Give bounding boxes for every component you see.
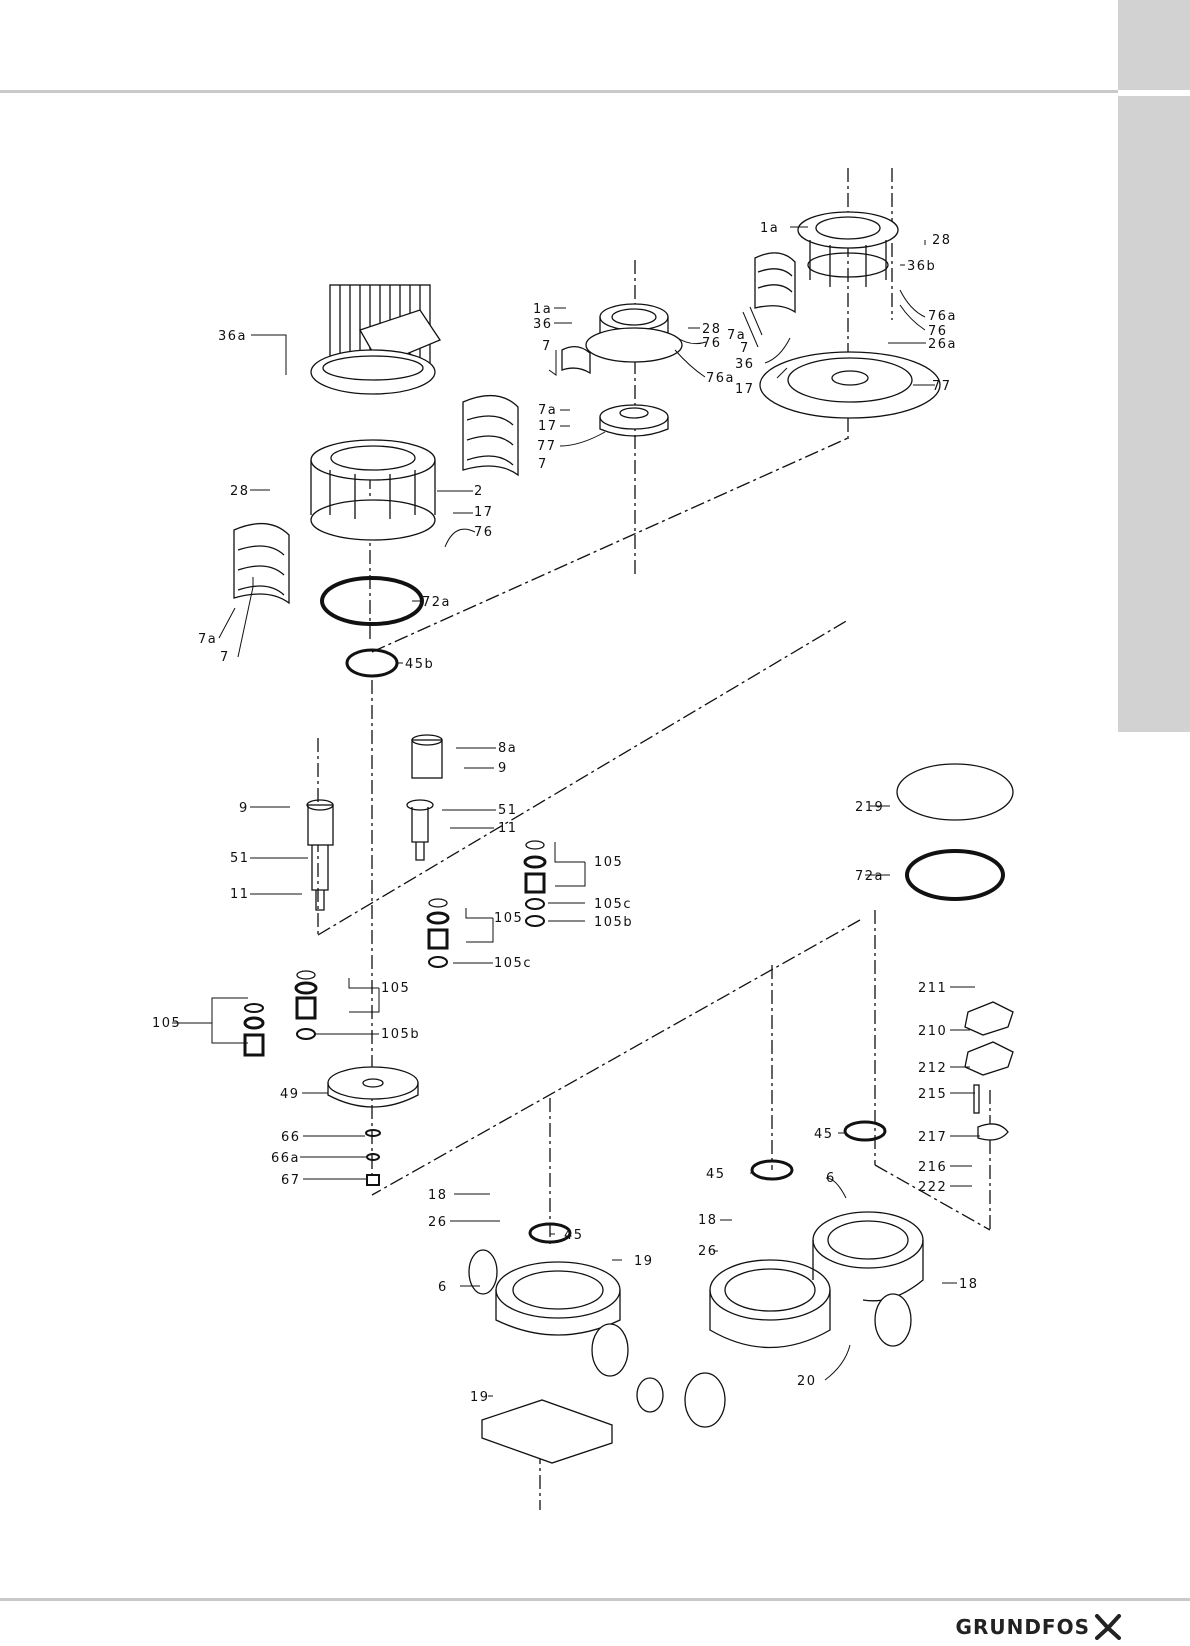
label-26-mid: 26 [698, 1244, 718, 1259]
flap-valve-parts [528, 1001, 1014, 1244]
label-19-left: 19 [470, 1390, 490, 1405]
label-105c-a: 105c [594, 897, 632, 912]
label-26a: 26a [928, 337, 957, 352]
label-1a-mid: 1a [533, 302, 552, 317]
label-8a: 8a [498, 741, 517, 756]
shaft-seals [243, 840, 547, 1057]
label-76-mid: 76 [702, 336, 722, 351]
label-67: 67 [281, 1173, 301, 1188]
label-17-mid: 17 [538, 419, 558, 434]
pump-housing-twin [709, 1211, 924, 1349]
label-28-right: 28 [932, 233, 952, 248]
blanking-flange [896, 763, 1014, 821]
header-rule [0, 90, 1118, 93]
section-tab-top [1118, 0, 1190, 90]
label-18-mid: 18 [698, 1213, 718, 1228]
label-76-right: 76 [928, 324, 948, 339]
label-7a-right: 7a [727, 328, 746, 343]
motor-stool-small [585, 303, 683, 437]
label-17-left: 17 [474, 505, 494, 520]
label-211: 211 [918, 981, 947, 996]
label-6-right: 6 [826, 1171, 836, 1186]
motor-assembly [310, 284, 441, 395]
label-45b: 45b [405, 657, 434, 672]
label-216: 216 [918, 1160, 947, 1175]
label-210: 210 [918, 1024, 947, 1039]
footer-rule [0, 1598, 1190, 1601]
neck-ring-45b [345, 648, 399, 678]
label-36-right: 36 [735, 357, 755, 372]
label-105-c: 105 [381, 981, 410, 996]
leader-lines [172, 226, 980, 1397]
grundfos-logo: GRUNDFOS [956, 1612, 1122, 1642]
label-1a-right: 1a [760, 221, 779, 236]
pump-housing-single [468, 1249, 726, 1464]
label-28-left: 28 [230, 484, 250, 499]
label-105-b: 105 [494, 911, 523, 926]
label-212: 212 [918, 1061, 947, 1076]
label-9-right: 9 [498, 761, 508, 776]
grundfos-x-icon [1095, 1614, 1121, 1640]
label-28-mid: 28 [702, 322, 722, 337]
label-7a-left: 7a [198, 632, 217, 647]
label-51-left: 51 [230, 851, 250, 866]
base-plate [481, 1399, 613, 1464]
label-36a: 36a [218, 329, 247, 344]
label-7-left-guard: 7 [538, 457, 548, 472]
label-9-left: 9 [239, 801, 249, 816]
motor-stool-large [759, 211, 941, 419]
label-72a-right: 72a [855, 869, 884, 884]
label-49: 49 [280, 1087, 300, 1102]
label-105b-c: 105b [381, 1027, 420, 1042]
label-77-mid: 77 [537, 439, 557, 454]
label-45-mid: 45 [706, 1167, 726, 1182]
label-11-right: 11 [498, 821, 518, 836]
label-11-left: 11 [230, 887, 250, 902]
label-36-mid: 36 [533, 317, 553, 332]
label-105c-b: 105c [494, 956, 532, 971]
assembly-axes [317, 168, 991, 1510]
label-36b: 36b [907, 259, 936, 274]
o-ring-72a [320, 576, 424, 626]
label-7-left: 7 [220, 650, 230, 665]
label-6-left: 6 [438, 1280, 448, 1295]
label-105-d: 105 [152, 1016, 181, 1031]
label-219: 219 [855, 800, 884, 815]
motor-stool [310, 439, 436, 541]
label-215: 215 [918, 1087, 947, 1102]
section-tab [1118, 96, 1190, 732]
label-18-left: 18 [428, 1188, 448, 1203]
label-76a-mid: 76a [706, 371, 735, 386]
label-2: 2 [474, 484, 484, 499]
label-45-right: 45 [814, 1127, 834, 1142]
label-105b-a: 105b [594, 915, 633, 930]
part-labels: 1a 28 36b 76a 76 26a 77 17 36 7a 7 1a 36… [152, 221, 979, 1405]
label-217: 217 [918, 1130, 947, 1145]
label-7a-mid: 7a [538, 403, 557, 418]
label-7-right: 7 [740, 341, 750, 356]
label-66a: 66a [271, 1151, 300, 1166]
label-66: 66 [281, 1130, 301, 1145]
coupling-guards [233, 252, 796, 605]
label-76a-right: 76a [928, 309, 957, 324]
shafts [306, 734, 443, 911]
label-72a-left: 72a [422, 595, 451, 610]
impeller [327, 1066, 419, 1186]
logo-wordmark: GRUNDFOS [955, 1615, 1090, 1639]
label-20: 20 [797, 1374, 817, 1389]
label-18-right: 18 [959, 1277, 979, 1292]
label-76-left: 76 [474, 525, 494, 540]
label-105-a: 105 [594, 855, 623, 870]
label-51-right: 51 [498, 803, 518, 818]
label-26-left: 26 [428, 1215, 448, 1230]
label-77-right: 77 [932, 379, 952, 394]
label-45-left: 45 [564, 1228, 584, 1243]
o-ring-72a-right [905, 849, 1005, 901]
label-17-right: 17 [735, 382, 755, 397]
label-19-right: 19 [634, 1254, 654, 1269]
label-7-mid: 7 [542, 339, 552, 354]
label-222: 222 [918, 1180, 947, 1195]
